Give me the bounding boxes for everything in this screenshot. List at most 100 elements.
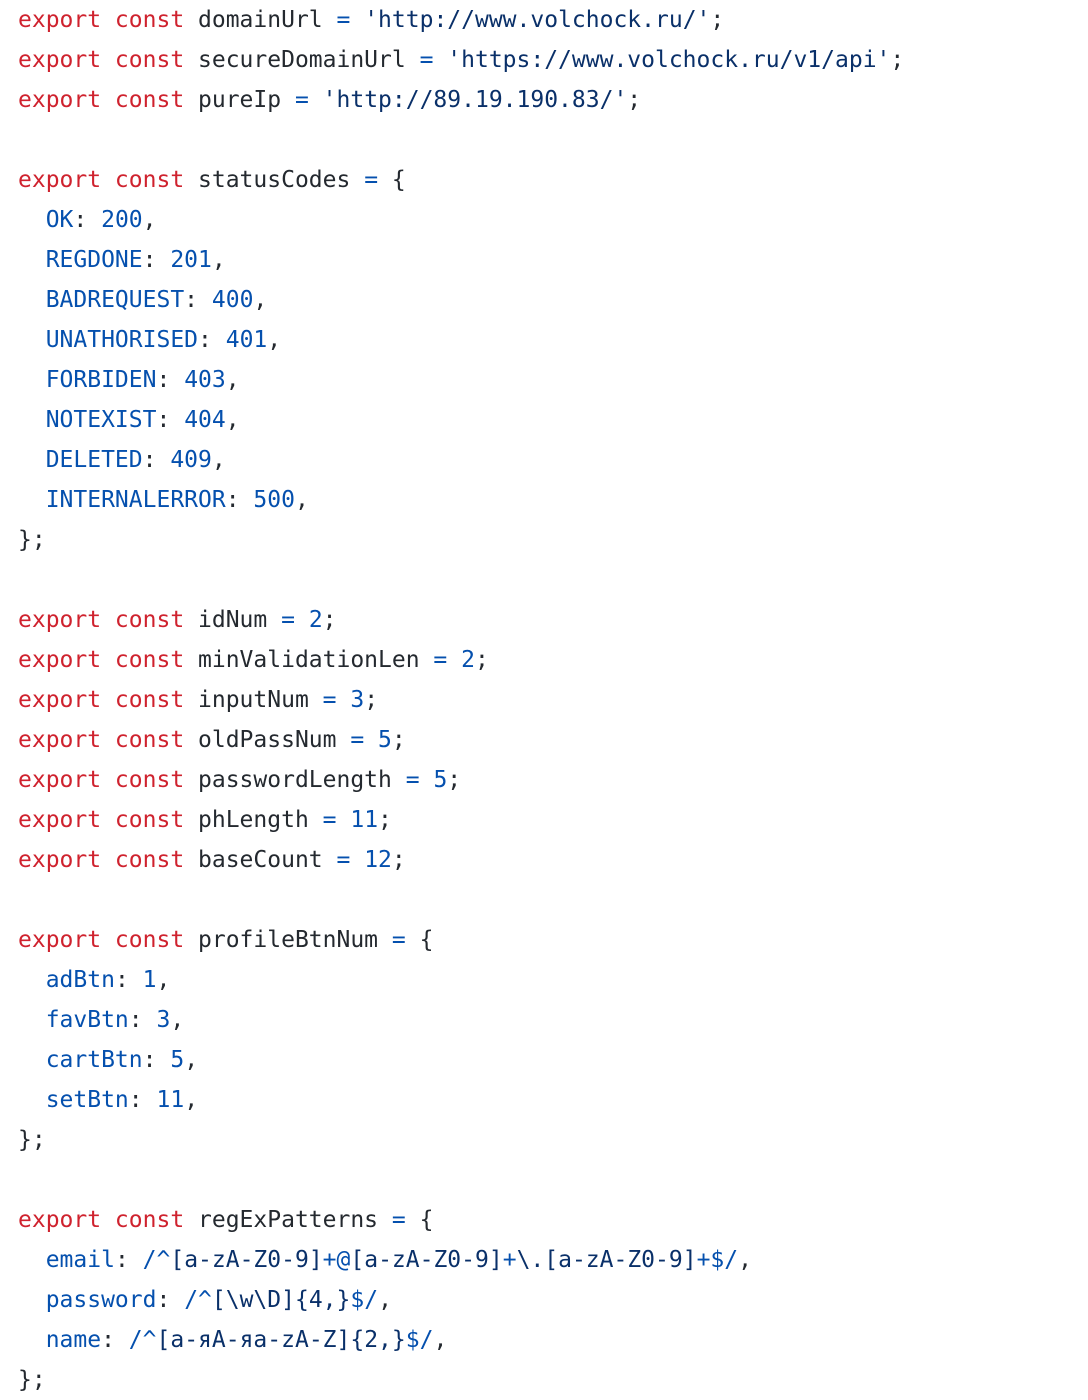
code-line: export const oldPassNum = 5; [18,720,1088,760]
code-token: +@ [322,1247,351,1273]
code-token: export const [18,87,199,113]
code-token: 404 [184,407,226,433]
code-token: { [419,927,434,953]
code-token: = [322,687,351,713]
code-token: idNum [198,607,282,633]
code-token: : [128,1007,157,1033]
code-token: ; [391,727,406,753]
code-line [18,1160,1088,1200]
code-token: 500 [253,487,295,513]
code-token: ; [391,847,406,873]
code-token: 201 [170,247,212,273]
code-token: email [18,1247,115,1273]
code-token: export const [18,727,199,753]
code-token: /^ [142,1247,171,1273]
code-token: = [336,7,365,33]
code-line [18,120,1088,160]
code-line: export const phLength = 11; [18,800,1088,840]
code-token: , [433,1327,448,1353]
code-token: : [73,207,102,233]
code-token: inputNum [198,687,323,713]
code-token: , [225,367,240,393]
code-token: : [225,487,254,513]
code-token: export const [18,1207,199,1233]
code-token: : [101,1327,129,1353]
code-token: OK [18,207,74,233]
code-token: }; [18,1367,46,1393]
code-token: ; [378,807,392,833]
code-line: cartBtn: 5, [18,1040,1088,1080]
code-line: favBtn: 3, [18,1000,1088,1040]
code-token: , [378,1287,392,1313]
code-token: }; [18,1127,46,1153]
code-token: adBtn [18,967,115,993]
code-token: phLength [198,807,323,833]
code-token: : [156,407,185,433]
code-token: name [18,1327,102,1353]
code-token: = [350,727,379,753]
code-token: FORBIDEN [18,367,157,393]
code-token: favBtn [18,1007,129,1033]
code-token: INTERNALERROR [18,487,226,513]
code-token: , [738,1247,752,1273]
code-token: \.[a-zA-Z0-9] [516,1247,697,1273]
code-line: INTERNALERROR: 500, [18,480,1088,520]
code-token: DELETED [18,447,143,473]
code-token: : [128,1087,157,1113]
code-token: 2 [308,607,323,633]
code-token: 3 [156,1007,171,1033]
code-token: = [364,167,392,193]
code-token: , [294,487,309,513]
code-token: , [156,967,171,993]
code-line: export const statusCodes = { [18,160,1088,200]
code-line: export const domainUrl = 'http://www.vol… [18,0,1088,40]
code-token: , [184,1047,199,1073]
code-token: 2 [461,647,475,673]
code-token: [\w\D]{4,} [211,1287,351,1313]
code-token: , [142,207,157,233]
code-token: ; [474,647,489,673]
code-token: = [391,927,420,953]
code-token: export const [18,687,199,713]
code-token: baseCount [198,847,337,873]
code-line: FORBIDEN: 403, [18,360,1088,400]
code-line: export const minValidationLen = 2; [18,640,1088,680]
code-token: BADREQUEST [18,287,185,313]
code-line: export const pureIp = 'http://89.19.190.… [18,80,1088,120]
code-line: NOTEXIST: 404, [18,400,1088,440]
code-token: , [211,247,226,273]
code-token: : [114,1247,143,1273]
code-token: export const [18,47,199,73]
code-token: = [322,807,351,833]
code-token: export const [18,607,199,633]
code-token: 409 [170,447,212,473]
code-line: setBtn: 11, [18,1080,1088,1120]
code-token: domainUrl [198,7,337,33]
code-line: password: /^[\w\D]{4,}$/, [18,1280,1088,1320]
code-token: 5 [378,727,392,753]
code-token: ; [322,607,337,633]
code-token: 'https://www.volchock.ru/v1/api' [447,47,891,73]
code-token: REGDONE [18,247,143,273]
code-token: /^ [184,1287,212,1313]
code-token: ; [890,47,905,73]
code-token: 401 [225,327,268,353]
code-token: , [211,447,226,473]
code-token: ; [710,7,725,33]
code-token: : [142,447,171,473]
code-token: [a-zA-Z0-9] [350,1247,503,1273]
code-token: = [281,607,309,633]
code-line: export const baseCount = 12; [18,840,1088,880]
code-token: = [433,647,462,673]
code-token: 1 [142,967,157,993]
code-token: , [225,407,240,433]
code-token: = [419,47,448,73]
code-token: export const [18,847,199,873]
code-line: OK: 200, [18,200,1088,240]
code-token: 3 [350,687,365,713]
code-token: 400 [211,287,254,313]
code-token: : [142,1047,171,1073]
code-token: password [18,1287,157,1313]
code-token: 'http://89.19.190.83/' [322,87,628,113]
code-token: setBtn [18,1087,129,1113]
